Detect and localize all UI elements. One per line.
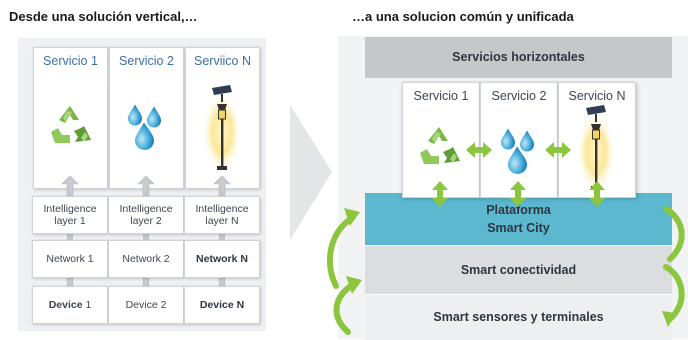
unified-service-n-title: Servicio N [568, 89, 626, 103]
device-2-label: Device 2 [125, 298, 167, 311]
intelligence-layer-1: Intelligence layer 1 [32, 196, 108, 234]
device-n: Device N [184, 286, 260, 324]
device-n-label: Device N [199, 298, 245, 311]
unified-service-2-title: Servicio 2 [491, 89, 547, 103]
water-drops-icon [494, 124, 544, 179]
service-1-title: Servicio 1 [43, 54, 98, 68]
intelligence-layer-1-label: Intelligence layer 1 [43, 202, 97, 227]
service-2-column: Servicio 2 [109, 47, 184, 189]
smart-connectivity-bar: Smart conectividad [365, 245, 672, 294]
intelligence-layer-n: Intelligence layer N [184, 196, 260, 234]
street-lamp-icon [202, 84, 242, 174]
recycle-icon [45, 102, 95, 152]
loop-arrow-right-icon [662, 206, 685, 327]
network-2: Network 2 [108, 240, 184, 278]
connectivity-label: Smart conectividad [460, 262, 577, 277]
sensors-label: Smart sensores y terminales [433, 310, 604, 325]
intelligence-layer-n-label: Intelligence layer N [195, 202, 249, 227]
network-n-label: Network N [196, 252, 248, 265]
device-2: Device 2 [108, 286, 184, 324]
service-n-title: Serviico N [194, 54, 251, 68]
device-1-label-number: 1 [82, 298, 92, 311]
service-2-title: Servicio 2 [119, 54, 174, 68]
horizontal-services-label: Servicios horizontales [452, 50, 585, 65]
platform-label-line1: Plataforma [486, 202, 551, 217]
service-1-column: Servicio 1 [33, 47, 108, 189]
right-heading: …a una solucion común y unificada [352, 9, 574, 24]
bidirectional-arrow-icon [466, 142, 492, 158]
unified-service-1-card: Servicio 1 [402, 82, 480, 198]
network-n: Network N [184, 240, 260, 278]
unified-service-1-title: Servicio 1 [413, 89, 469, 103]
platform-label-line2: Smart City [487, 221, 550, 235]
recycle-icon [414, 123, 464, 173]
device-1-label-bold: Device [48, 298, 83, 311]
bidirectional-arrow-icon [432, 181, 448, 207]
network-1-label: Network 1 [46, 252, 94, 265]
network-2-label: Network 2 [122, 252, 170, 265]
bidirectional-arrow-icon [545, 142, 571, 158]
water-drops-icon [121, 100, 171, 155]
horizontal-services-bar: Servicios horizontales [365, 37, 672, 78]
smart-sensors-bar: Smart sensores y terminales [365, 294, 672, 340]
loop-arrow-left-icon [327, 208, 362, 335]
network-1: Network 1 [32, 240, 108, 278]
intelligence-layer-2-label: Intelligence layer 2 [119, 202, 173, 227]
chevron-right-icon [290, 105, 332, 240]
bidirectional-arrow-icon [510, 181, 526, 207]
unified-service-2-card: Servicio 2 [480, 82, 558, 198]
bidirectional-arrow-icon [589, 181, 605, 207]
device-1: Device 1 [32, 286, 108, 324]
left-heading: Desde una solución vertical,… [9, 9, 198, 24]
intelligence-layer-2: Intelligence layer 2 [108, 196, 184, 234]
